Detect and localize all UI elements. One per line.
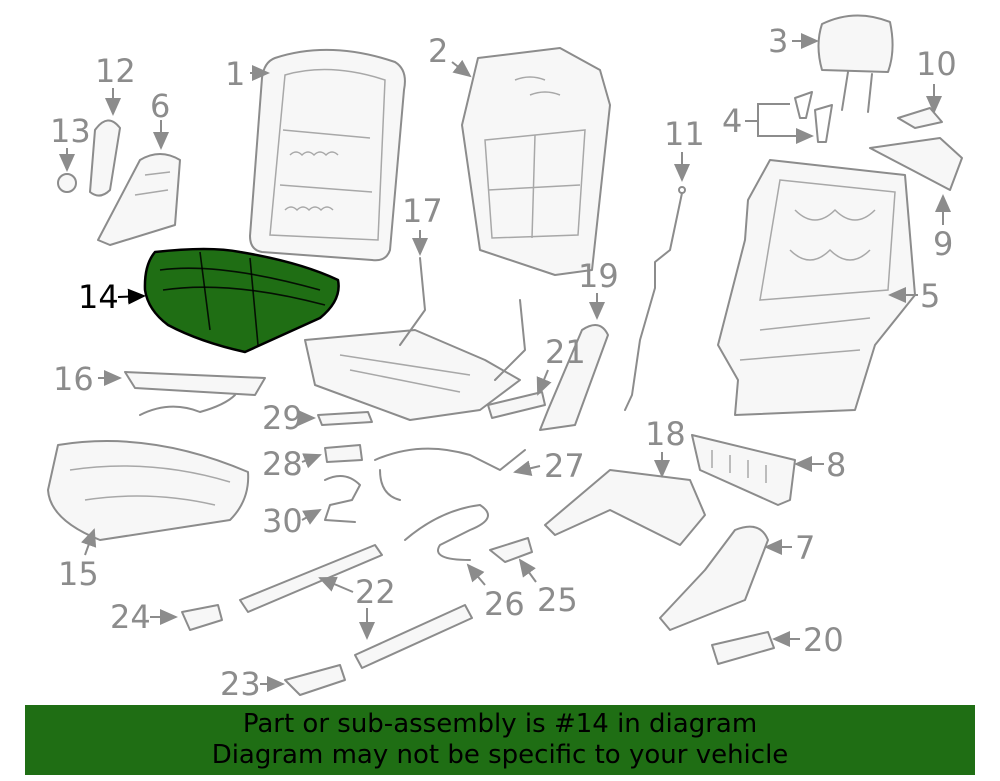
- callout-22: 22: [355, 573, 396, 611]
- callout-19: 19: [578, 257, 619, 295]
- callout-3: 3: [768, 22, 788, 60]
- part-4-guides[interactable]: [794, 91, 833, 143]
- callout-1: 1: [225, 55, 245, 93]
- callout-13: 13: [50, 112, 91, 150]
- part-11-cable[interactable]: [624, 186, 686, 411]
- part-1-seatback-cover[interactable]: [249, 48, 406, 262]
- callout-17: 17: [402, 192, 443, 230]
- info-banner: Part or sub-assembly is #14 in diagram D…: [25, 705, 975, 775]
- part-28-connector[interactable]: [324, 444, 363, 463]
- part-14-seat-cushion[interactable]: [143, 247, 340, 354]
- callout-16: 16: [53, 360, 94, 398]
- part-19-trim[interactable]: [539, 324, 609, 431]
- part-25-bracket[interactable]: [489, 537, 533, 563]
- callout-27: 27: [544, 447, 585, 485]
- part-9-cover[interactable]: [869, 137, 963, 191]
- callout-15: 15: [58, 555, 99, 593]
- callout-5: 5: [920, 277, 940, 315]
- part-22-tracks[interactable]: [239, 544, 473, 669]
- callout-7: 7: [795, 529, 815, 567]
- callout-12: 12: [95, 52, 136, 90]
- callout-11: 11: [664, 115, 705, 153]
- part-3-headrest[interactable]: [817, 14, 894, 113]
- callout-30: 30: [262, 502, 303, 540]
- banner-line-2: Diagram may not be specific to your vehi…: [211, 740, 789, 770]
- part-20-handle[interactable]: [711, 631, 775, 665]
- banner-line-1: Part or sub-assembly is #14 in diagram: [242, 709, 758, 739]
- callout-2: 2: [428, 32, 448, 70]
- part-6-side-trim[interactable]: [97, 153, 181, 246]
- part-10-clip[interactable]: [897, 107, 943, 129]
- part-30-bracket[interactable]: [324, 475, 361, 523]
- part-2-back-panel[interactable]: [461, 47, 611, 276]
- callout-25: 25: [537, 581, 578, 619]
- part-15-cushion-pad[interactable]: [47, 440, 250, 541]
- parts-diagram: 1 2 3 4 5 6 7 8 9 10 11 12 13 14 15 16 1: [47, 14, 963, 700]
- callout-29: 29: [262, 399, 303, 437]
- part-12-lever[interactable]: [89, 119, 121, 197]
- part-27-harness[interactable]: [374, 447, 526, 501]
- callout-6: 6: [150, 87, 170, 125]
- part-7-side-shield[interactable]: [659, 525, 769, 631]
- callout-20: 20: [803, 621, 844, 659]
- part-13-knob[interactable]: [57, 173, 77, 193]
- callout-4: 4: [722, 102, 742, 140]
- callout-8: 8: [826, 446, 846, 484]
- part-8-bracket[interactable]: [691, 434, 796, 506]
- callout-18: 18: [645, 415, 686, 453]
- part-29-clip[interactable]: [317, 411, 373, 426]
- part-24-cap[interactable]: [181, 604, 223, 631]
- part-18-hinge[interactable]: [544, 469, 706, 546]
- callout-9: 9: [933, 225, 953, 263]
- part-16-harness[interactable]: [124, 371, 266, 416]
- callout-23: 23: [220, 665, 261, 700]
- callout-28: 28: [262, 445, 303, 483]
- part-5-back-frame[interactable]: [717, 159, 916, 416]
- callout-26: 26: [484, 585, 525, 623]
- part-17-seat-frame[interactable]: [304, 257, 526, 421]
- callout-10: 10: [916, 45, 957, 83]
- callouts: 1 2 3 4 5 6 7 8 9 10 11 12 13 14 15 16 1: [50, 22, 957, 700]
- callout-14: 14: [78, 278, 119, 316]
- part-23-cover[interactable]: [284, 664, 346, 696]
- part-21-cover[interactable]: [487, 391, 546, 419]
- callout-24: 24: [110, 598, 151, 636]
- callout-21: 21: [545, 333, 586, 371]
- part-26-harness[interactable]: [404, 504, 489, 561]
